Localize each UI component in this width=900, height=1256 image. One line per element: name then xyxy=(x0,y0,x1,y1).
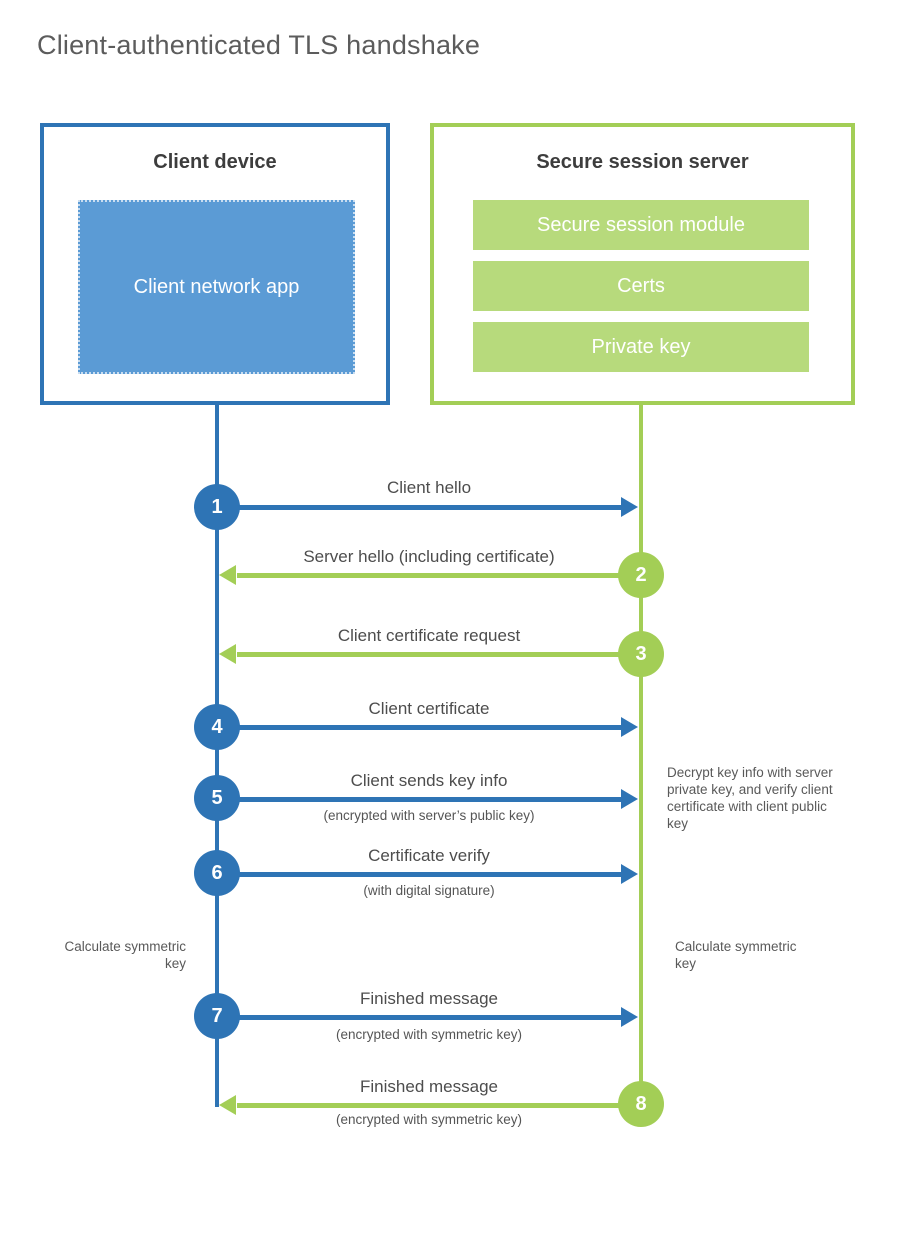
arrow-shaft-step-2 xyxy=(237,573,641,578)
arrow-head-left-icon xyxy=(219,1095,236,1115)
message-label-finished-client: Finished message xyxy=(360,989,498,1008)
message-sublabel-certificate-verify: (with digital signature) xyxy=(363,883,495,898)
step-circle-2: 2 xyxy=(618,552,664,598)
client-network-app-box: Client network app xyxy=(78,200,355,374)
server-module-secure-session: Secure session module xyxy=(473,200,809,250)
step-circle-4: 4 xyxy=(194,704,240,750)
arrow-head-right-icon xyxy=(621,864,638,884)
step-circle-5: 5 xyxy=(194,775,240,821)
step-circle-1: 1 xyxy=(194,484,240,530)
page-title: Client-authenticated TLS handshake xyxy=(37,30,481,60)
step-circle-7: 7 xyxy=(194,993,240,1039)
arrow-shaft-step-3 xyxy=(237,652,641,657)
arrow-head-left-icon xyxy=(219,644,236,664)
arrow-head-right-icon xyxy=(621,789,638,809)
message-sublabel-finished-client: (encrypted with symmetric key) xyxy=(335,1027,523,1042)
arrow-shaft-step-4 xyxy=(217,725,622,730)
server-lifeline xyxy=(639,405,643,1104)
message-label-cert-request: Client certificate request xyxy=(337,626,521,645)
note-decrypt-key-info: Decrypt key info with server private key… xyxy=(667,765,833,831)
arrow-shaft-step-8 xyxy=(237,1103,641,1108)
arrow-head-right-icon xyxy=(621,1007,638,1027)
client-network-app-label: Client network app xyxy=(133,275,300,298)
note-calculate-symmetric-key-client: Calculate symmetric key xyxy=(64,939,186,971)
arrow-head-right-icon xyxy=(621,497,638,517)
arrow-shaft-step-6 xyxy=(217,872,622,877)
secure-session-server-title: Secure session server xyxy=(536,151,749,173)
message-label-client-hello: Client hello xyxy=(386,478,472,497)
step-circle-3: 3 xyxy=(618,631,664,677)
message-label-key-info: Client sends key info xyxy=(350,771,508,790)
message-label-finished-server: Finished message xyxy=(360,1077,498,1096)
message-label-server-hello: Server hello (including certificate) xyxy=(303,547,555,566)
message-sublabel-finished-server: (encrypted with symmetric key) xyxy=(335,1112,523,1127)
client-lifeline xyxy=(215,405,219,1107)
arrow-head-left-icon xyxy=(219,565,236,585)
message-sublabel-key-info: (encrypted with server’s public key) xyxy=(323,808,535,823)
step-circle-8: 8 xyxy=(618,1081,664,1127)
server-module-certs: Certs xyxy=(473,261,809,311)
arrow-head-right-icon xyxy=(621,717,638,737)
server-module-private-key: Private key xyxy=(473,322,809,372)
arrow-shaft-step-7 xyxy=(217,1015,622,1020)
message-label-client-certificate: Client certificate xyxy=(368,699,490,718)
client-device-title: Client device xyxy=(153,151,277,173)
arrow-shaft-step-1 xyxy=(217,505,622,510)
arrow-shaft-step-5 xyxy=(217,797,622,802)
step-circle-6: 6 xyxy=(194,850,240,896)
note-calculate-symmetric-key-server: Calculate symmetric key xyxy=(675,939,797,971)
message-label-certificate-verify: Certificate verify xyxy=(368,846,490,865)
